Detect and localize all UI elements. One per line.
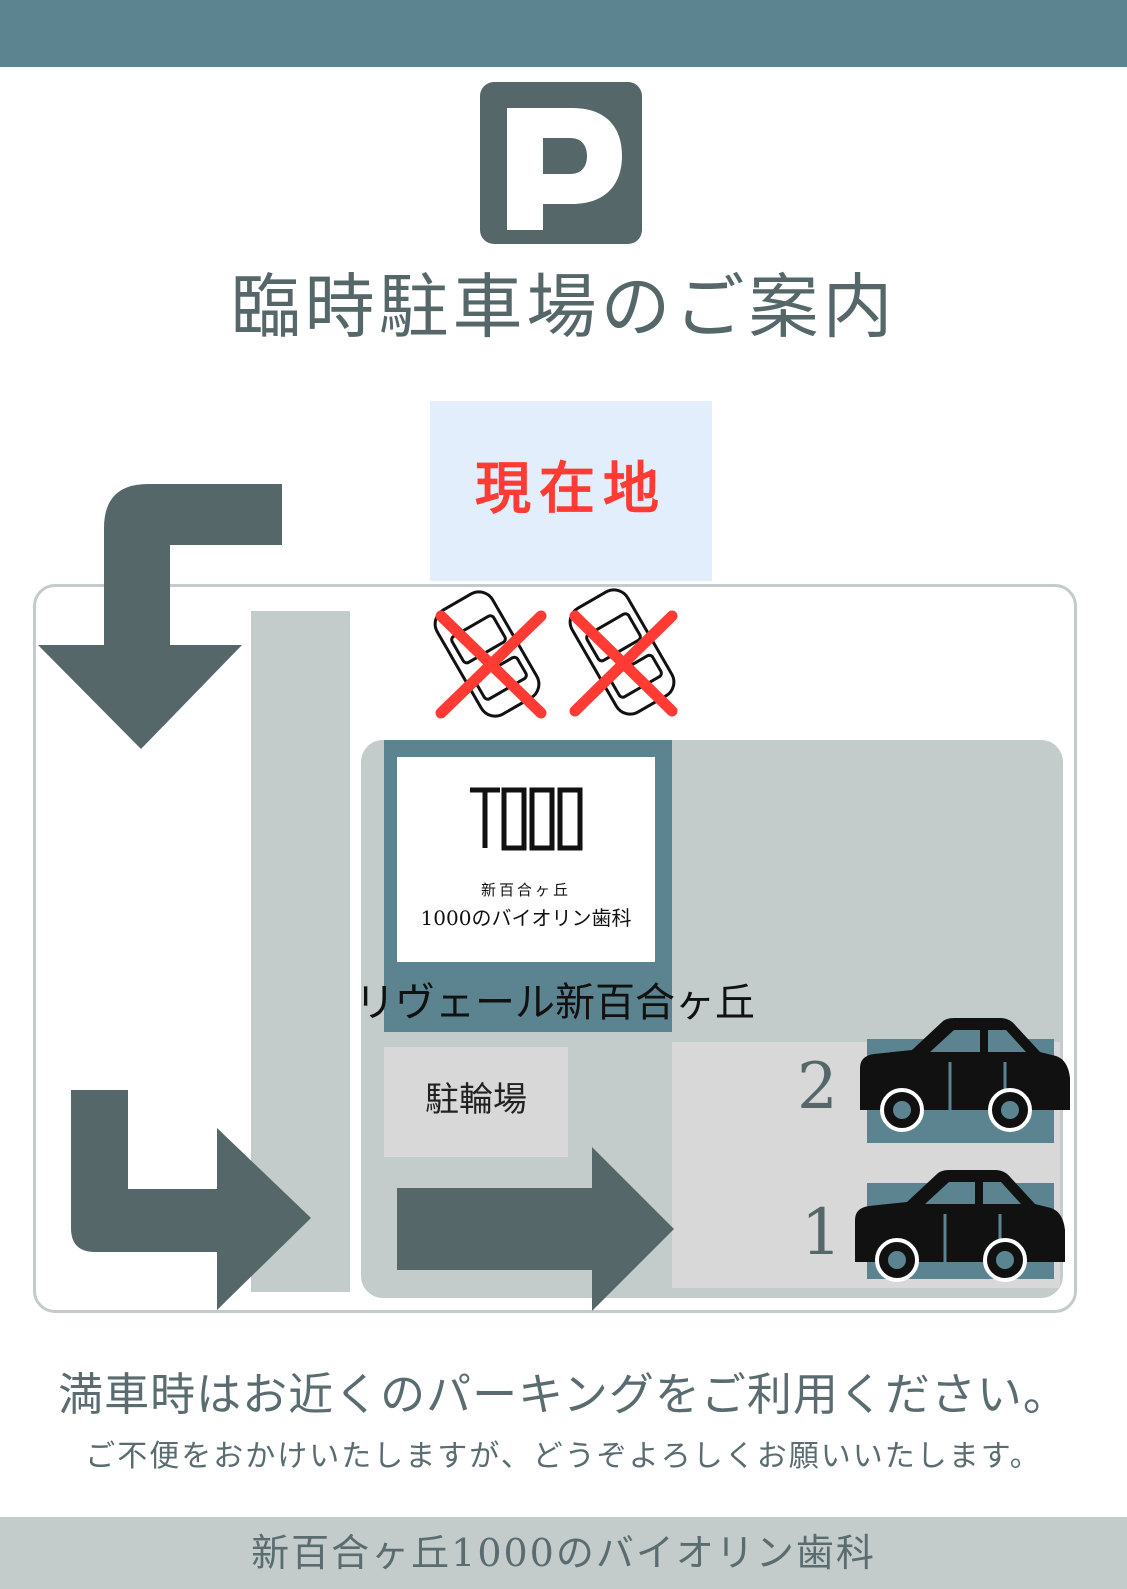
page-title: 臨時駐車場のご案内	[230, 266, 897, 348]
parking-p-icon	[480, 82, 642, 244]
notice-sub: ご不便をおかけいたしますが、どうぞよろしくお願いいたします。	[85, 1439, 1042, 1474]
building-name: リヴェール新百合ヶ丘	[355, 980, 755, 1026]
notice-main: 満車時はお近くのパーキングをご利用ください。	[58, 1368, 1069, 1421]
clinic-sign	[397, 757, 655, 962]
bicycle-parking-label: 駐輪場	[425, 1080, 527, 1120]
top-band	[0, 0, 1127, 67]
space-2-number: 2	[797, 1050, 838, 1124]
arrow-turn-right-icon	[71, 1090, 311, 1310]
clinic-sub-label: 新百合ヶ丘	[480, 881, 571, 899]
footer-clinic-name: 新百合ヶ丘1000のバイオリン歯科	[251, 1531, 876, 1575]
1000-logo-icon	[470, 787, 583, 851]
arrow-down-left-icon	[38, 484, 282, 749]
clinic-name: 1000のバイオリン歯科	[420, 906, 632, 930]
car-icon	[855, 1170, 1065, 1282]
space-1-number: 1	[801, 1196, 842, 1270]
car-icon	[860, 1018, 1070, 1132]
bicycle-parking	[384, 1047, 568, 1157]
no-parking-cross-icon	[569, 610, 678, 717]
no-parking-cross-icon	[435, 610, 547, 719]
current-location-box	[430, 401, 712, 581]
arrow-right-icon	[397, 1147, 674, 1311]
current-location-label: 現在地	[475, 457, 667, 522]
footer-band	[0, 1517, 1127, 1589]
